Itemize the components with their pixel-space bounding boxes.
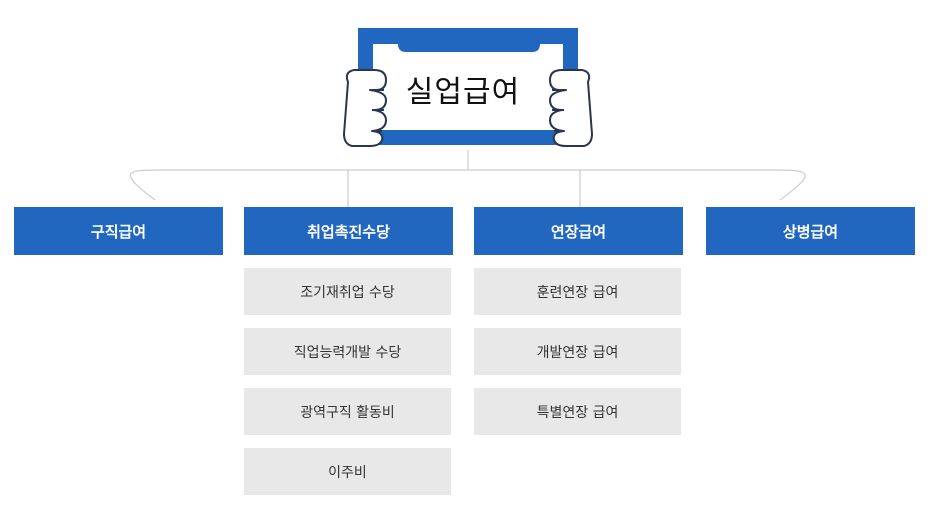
root-title: 실업급여 <box>405 75 521 110</box>
category-job-seeking-benefit: 구직급여 <box>14 207 223 255</box>
sub-item: 직업능력개발 수당 <box>244 328 451 375</box>
sub-item: 이주비 <box>244 448 451 495</box>
sub-item: 조기재취업 수당 <box>244 268 451 315</box>
category-employment-promotion-allowance: 취업촉진수당 <box>244 207 453 255</box>
left-hand-icon <box>343 69 387 147</box>
category-extended-benefit: 연장급여 <box>474 207 683 255</box>
category-sickness-benefit: 상병급여 <box>706 207 915 255</box>
sub-item: 개발연장 급여 <box>474 328 681 375</box>
right-hand-icon <box>549 69 593 147</box>
certificate-card-icon <box>358 28 578 145</box>
sub-item: 광역구직 활동비 <box>244 388 451 435</box>
sub-item: 특별연장 급여 <box>474 388 681 435</box>
connector-lines <box>129 150 806 207</box>
sub-item: 훈련연장 급여 <box>474 268 681 315</box>
